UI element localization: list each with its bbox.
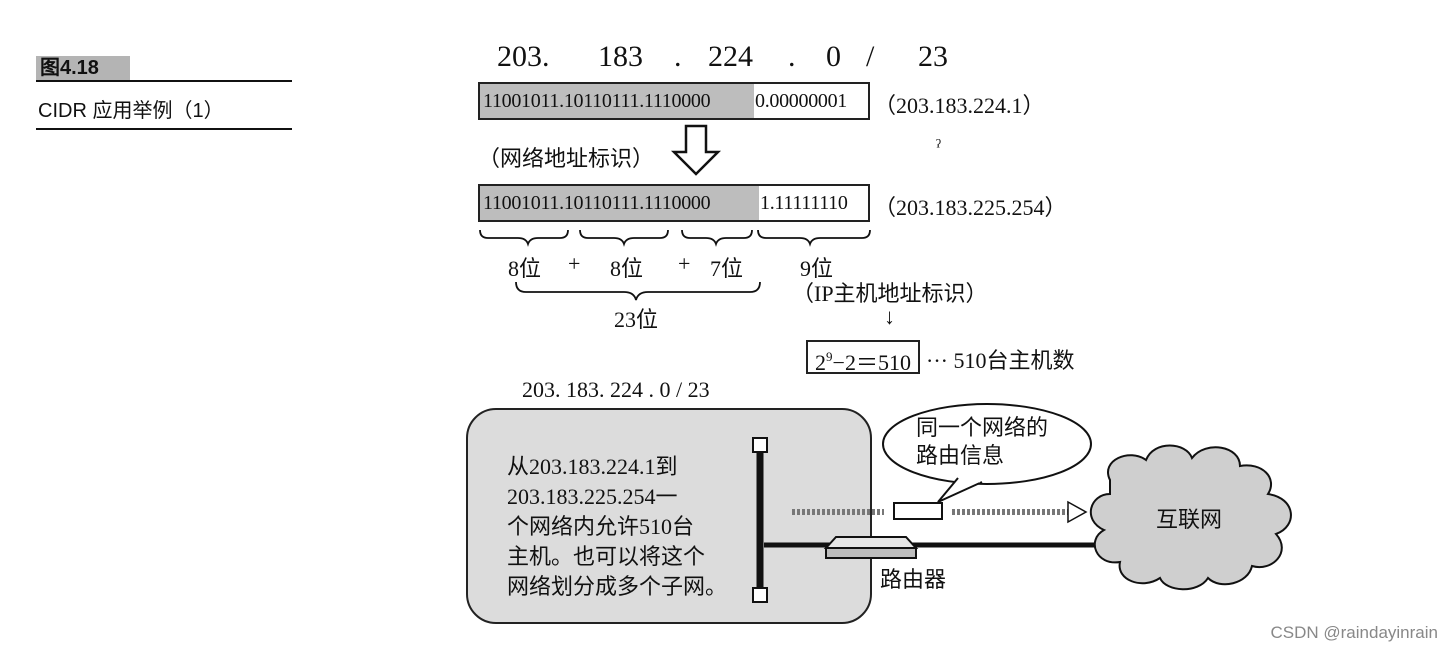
header-dot-2: . bbox=[674, 40, 682, 73]
bubble-line: 路由信息 bbox=[916, 443, 1005, 468]
bits-host: 9位 bbox=[800, 256, 834, 281]
bits-octet-2: 8位 bbox=[610, 256, 644, 281]
bits-octet-3: 7位 bbox=[710, 256, 744, 281]
description-line: 203.183.225.254一 bbox=[507, 484, 678, 509]
caption-top-rule bbox=[36, 80, 292, 82]
formula-base: 2 bbox=[815, 350, 827, 375]
bit-group-braces bbox=[479, 229, 871, 301]
speech-bubble bbox=[882, 403, 1092, 503]
brace-octet-2 bbox=[579, 229, 669, 247]
brace-network-total bbox=[515, 281, 761, 301]
header-octet-4: 0 bbox=[826, 40, 841, 73]
figure-caption: CIDR 应用举例（1） bbox=[38, 100, 224, 122]
network-title: 203. 183. 224 . 0 / 23 bbox=[522, 377, 710, 402]
host-bits-text: 0.00000001 bbox=[755, 90, 848, 112]
brace-octet-1 bbox=[479, 229, 569, 247]
header-octet-3: 224 bbox=[708, 40, 753, 73]
network-bits-text: 11001011.10110111.1110000 bbox=[483, 192, 711, 214]
conversion-arrow-icon bbox=[670, 124, 722, 176]
description-line: 个网络内允许510台 bbox=[507, 514, 695, 539]
route-arrowhead-icon bbox=[1067, 500, 1088, 524]
bits-octet-1: 8位 bbox=[508, 256, 542, 281]
network-bits-shaded: 11001011.10110111.1110000 bbox=[480, 186, 759, 220]
description-line: 主机。也可以将这个 bbox=[507, 544, 706, 569]
stray-mark: ˀ bbox=[936, 136, 941, 158]
network-bits-text: 11001011.10110111.1110000 bbox=[483, 90, 711, 112]
header-octet-1: 203. bbox=[497, 40, 550, 73]
binary-box-first-address: 11001011.10110111.1110000 0.00000001 bbox=[478, 82, 870, 120]
header-prefix-length: 23 bbox=[918, 40, 948, 73]
formula-note: ··· 510台主机数 bbox=[926, 348, 1075, 373]
bus-end-top bbox=[752, 437, 768, 453]
host-id-label: （IP主机地址标识） bbox=[792, 281, 988, 306]
network-bits-shaded: 11001011.10110111.1110000 bbox=[480, 84, 754, 118]
bubble-line: 同一个网络的 bbox=[916, 415, 1049, 440]
formula-rest: −2＝510 bbox=[832, 350, 911, 375]
plus-sign-1: + bbox=[568, 251, 581, 276]
host-bits-plain: 1.11111110 bbox=[759, 186, 868, 220]
watermark: CSDN @raindayinrain bbox=[1270, 623, 1439, 642]
network-id-label: （网络地址标识） bbox=[478, 146, 655, 171]
header-slash: / bbox=[866, 40, 875, 73]
internet-cloud-icon bbox=[1089, 444, 1292, 591]
routing-info-flow bbox=[792, 500, 1088, 524]
route-packet bbox=[893, 502, 943, 520]
router-label: 路由器 bbox=[880, 567, 947, 592]
header-dot-3: . bbox=[788, 40, 796, 73]
binary-box-last-address: 11001011.10110111.1110000 1.11111110 bbox=[478, 184, 870, 222]
caption-bottom-rule bbox=[36, 128, 292, 130]
host-bits-text: 1.11111110 bbox=[760, 192, 848, 214]
internet-label: 互联网 bbox=[1156, 507, 1223, 532]
bus-end-bottom bbox=[752, 587, 768, 603]
first-address-note: （203.183.224.1） bbox=[874, 93, 1045, 118]
host-bits-plain: 0.00000001 bbox=[754, 84, 868, 118]
network-bus bbox=[752, 437, 768, 603]
header-octet-2: 183 bbox=[598, 40, 643, 73]
last-address-note: （203.183.225.254） bbox=[874, 195, 1067, 220]
down-arrow-icon: ↓ bbox=[884, 304, 895, 329]
brace-octet-3 bbox=[681, 229, 753, 247]
host-count-formula: 29−2＝510 bbox=[806, 340, 920, 375]
bubble-text: 同一个网络的 路由信息 bbox=[916, 414, 1048, 470]
network-panel bbox=[466, 408, 872, 624]
formula-exponent: 9 bbox=[826, 349, 833, 364]
network-description: 从203.183.224.1到 203.183.225.254一 个网络内允许5… bbox=[507, 452, 767, 602]
plus-sign-2: + bbox=[678, 251, 691, 276]
figure-number: 图4.18 bbox=[36, 56, 130, 80]
description-line: 网络划分成多个子网。 bbox=[507, 574, 728, 599]
description-line: 从203.183.224.1到 bbox=[507, 454, 678, 479]
bits-total-network: 23位 bbox=[614, 307, 659, 332]
brace-host bbox=[757, 229, 871, 247]
router-icon bbox=[823, 536, 919, 559]
